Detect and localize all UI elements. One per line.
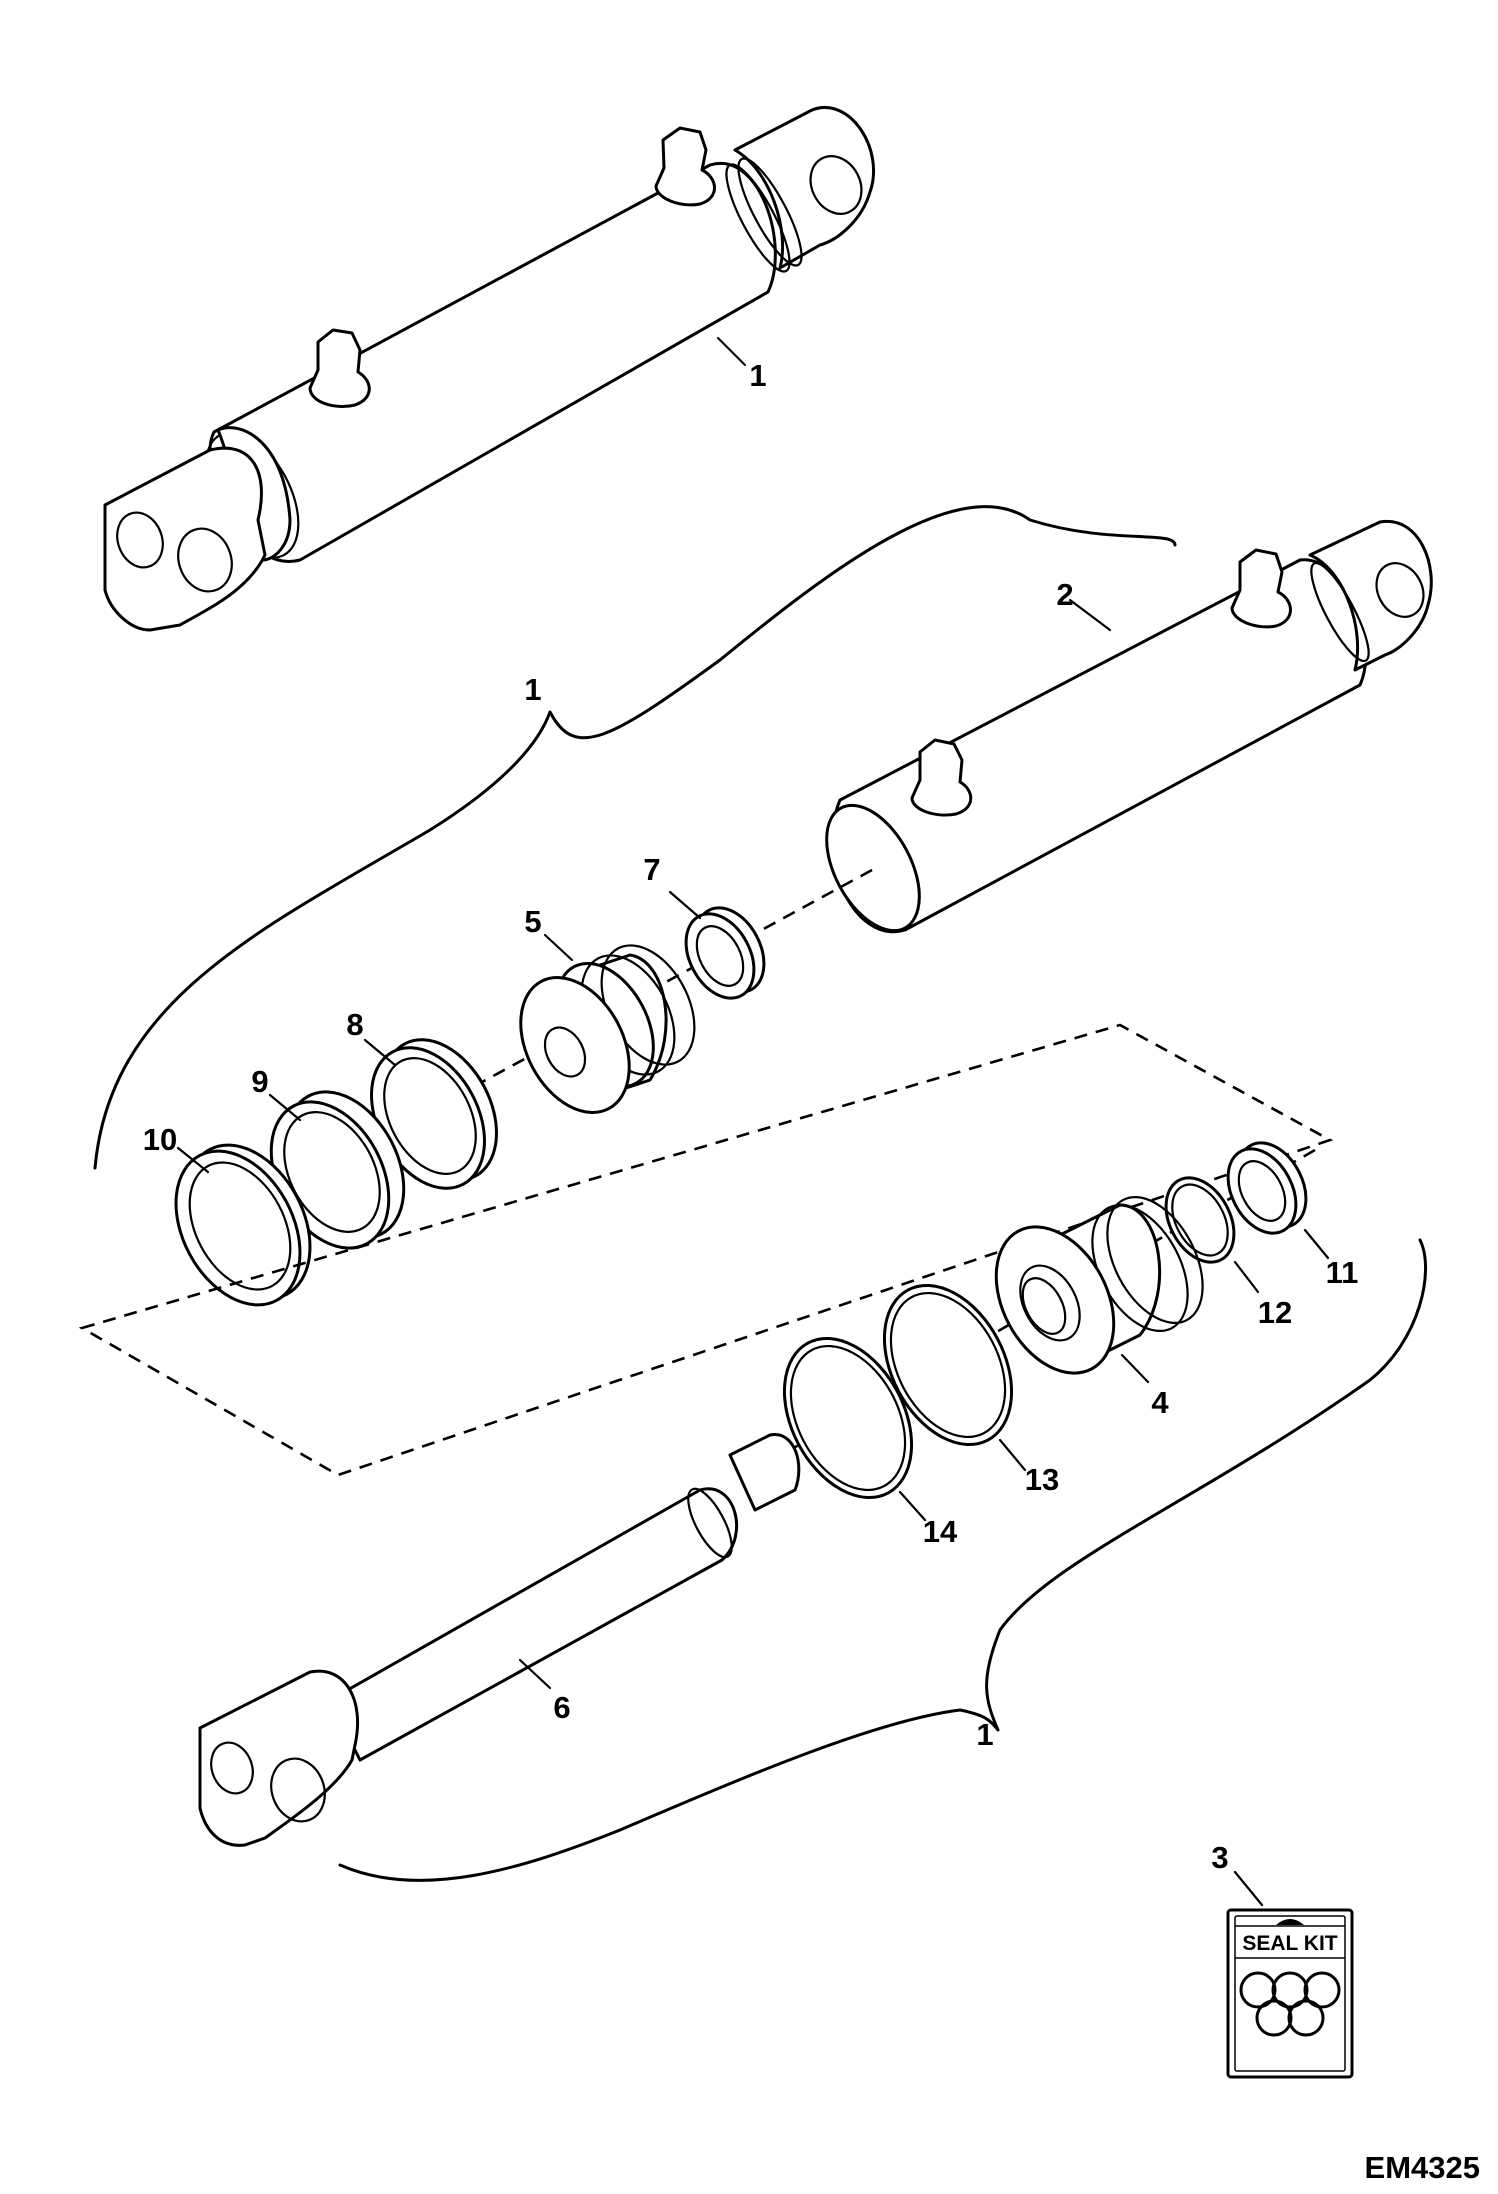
leader-line — [716, 336, 747, 367]
callout-12: 12 — [1258, 1295, 1292, 1330]
part-5-head — [519, 944, 696, 1114]
seal-kit-boundary — [78, 1023, 1334, 1477]
part-4-piston — [994, 1195, 1204, 1375]
callout-13: 13 — [1025, 1462, 1059, 1497]
leader-line — [898, 1490, 927, 1522]
leader-line — [1120, 1353, 1150, 1384]
leader-line — [543, 933, 574, 962]
leader-line — [1303, 1228, 1330, 1260]
figure-code: EM4325 — [1365, 2150, 1480, 2185]
callout-3: 3 — [1211, 1840, 1228, 1875]
callout-1-top: 1 — [749, 358, 766, 393]
callout-4: 4 — [1151, 1385, 1169, 1420]
brace-upper — [93, 505, 1177, 1170]
part-11-seal — [1226, 1141, 1308, 1235]
part-8-ring — [370, 1038, 498, 1190]
leader-line — [518, 1658, 552, 1690]
leader-line — [176, 1146, 210, 1174]
leader-line — [363, 1038, 397, 1067]
callout-6: 6 — [553, 1690, 570, 1725]
barrel-part-2 — [825, 519, 1433, 934]
part-7-seal — [684, 906, 766, 1000]
part-10-wiper — [174, 1143, 312, 1307]
part-12-oring — [1164, 1176, 1236, 1264]
callout-5: 5 — [524, 904, 541, 939]
brace-lower — [338, 1238, 1427, 1882]
callout-8: 8 — [346, 1007, 363, 1042]
seal-kit-label: SEAL KIT — [1242, 1932, 1337, 1955]
leader-line — [1068, 598, 1112, 632]
part-14-ring — [782, 1336, 914, 1500]
leader-line — [1233, 1260, 1260, 1294]
oring-symbol-icon — [1239, 1971, 1341, 2037]
leader-line — [668, 890, 702, 920]
leader-line — [268, 1093, 302, 1122]
callout-1-bottom: 1 — [976, 1717, 993, 1752]
callout-1-mid: 1 — [524, 672, 541, 707]
part-6-rod — [198, 1433, 801, 1847]
leader-line — [1233, 1870, 1264, 1907]
callout-7: 7 — [643, 852, 660, 887]
leader-line — [998, 1438, 1027, 1472]
callout-14: 14 — [923, 1514, 958, 1549]
assembled-cylinder — [103, 106, 876, 632]
seal-kit-package: SEAL KIT — [1226, 1908, 1354, 2079]
callout-11: 11 — [1326, 1255, 1359, 1290]
callout-10: 10 — [143, 1122, 177, 1157]
callout-9: 9 — [251, 1064, 268, 1099]
callout-2: 2 — [1056, 577, 1073, 612]
center-line-lower — [789, 1148, 1316, 1452]
